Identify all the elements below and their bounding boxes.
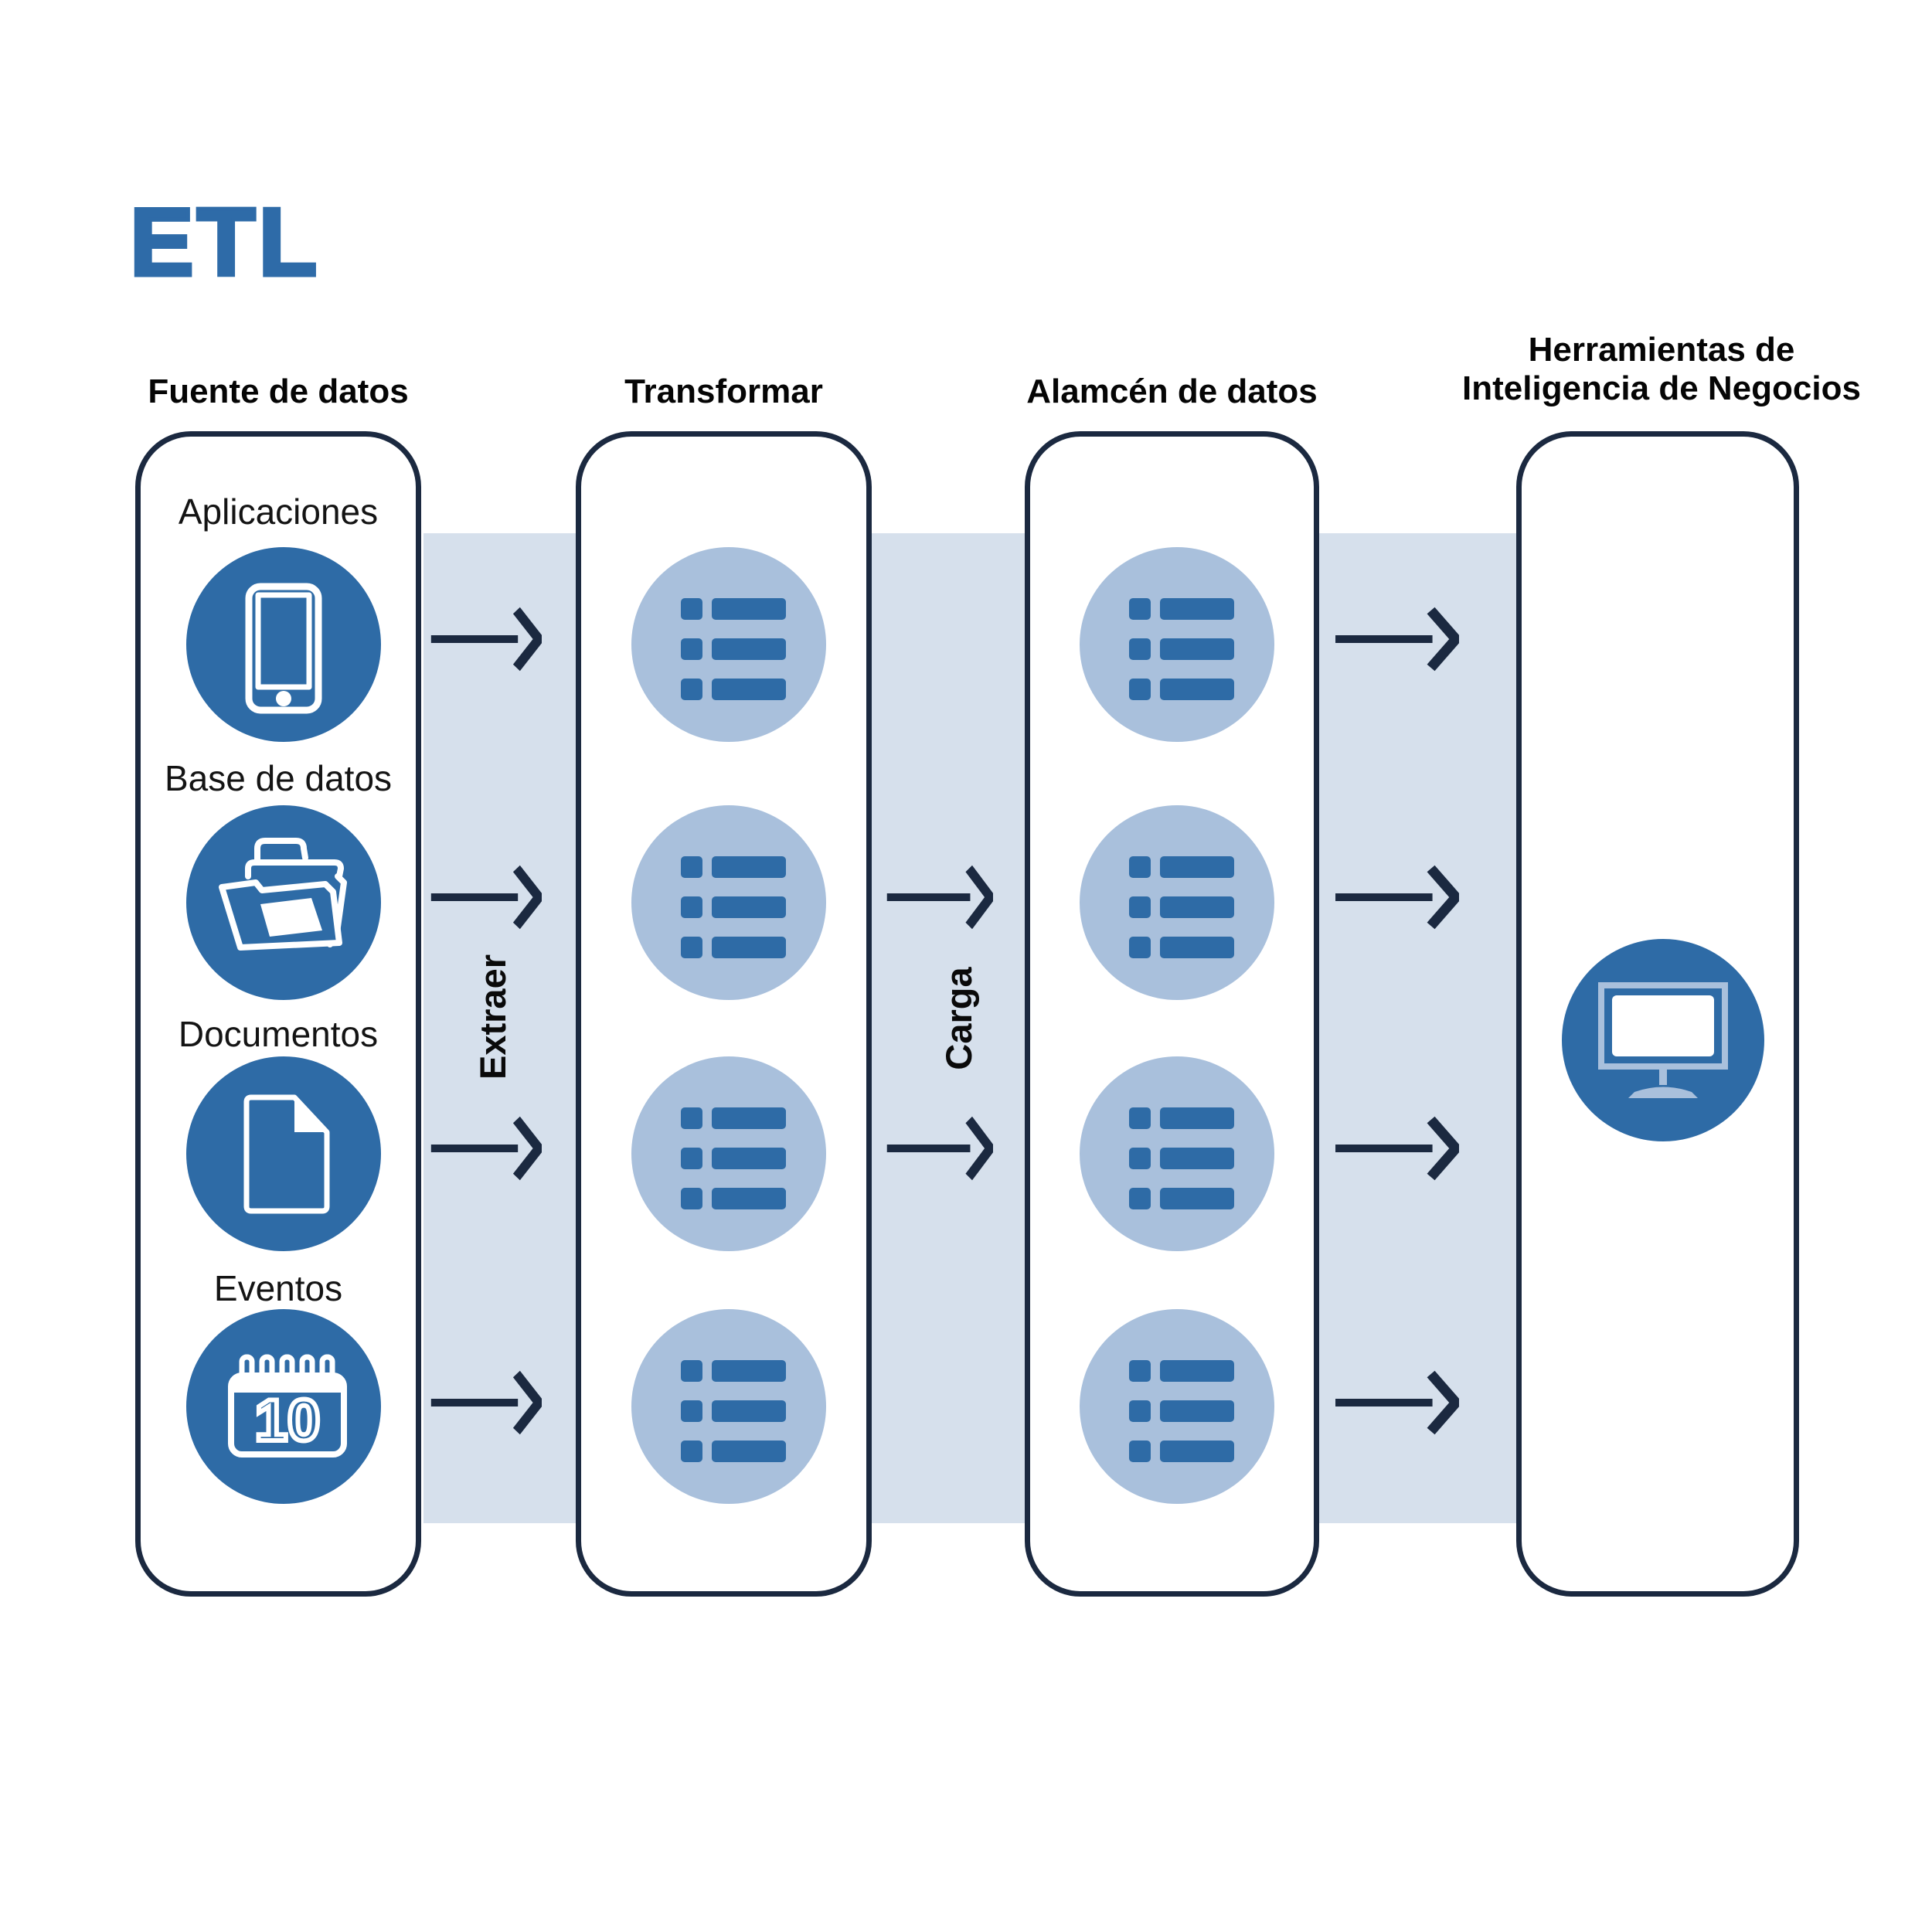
transform-dataset-circle xyxy=(631,1056,826,1251)
database-circle xyxy=(186,805,381,1000)
warehouse-dataset-circle xyxy=(1080,1056,1274,1251)
bi-arrow xyxy=(1335,1116,1459,1181)
transform-dataset-circle xyxy=(631,805,826,1000)
source-label-database: Base de datos xyxy=(164,758,393,798)
list-icon xyxy=(681,1360,786,1462)
events-circle: 10 xyxy=(186,1309,381,1504)
bi-tools-column xyxy=(1516,431,1799,1597)
list-icon xyxy=(681,598,786,700)
load-arrow xyxy=(886,865,993,930)
bi-arrow xyxy=(1335,1370,1459,1435)
extract-arrow xyxy=(430,607,542,672)
bi-header-line-2: Inteligencia de Negocios xyxy=(1462,369,1861,407)
source-label-documents: Documentos xyxy=(178,1014,379,1054)
bi-arrow xyxy=(1335,607,1459,672)
load-flow-label: Carga xyxy=(938,967,979,1070)
source-label-applications: Aplicaciones xyxy=(178,492,379,532)
page-title: ETL xyxy=(128,189,321,296)
document-icon xyxy=(243,1094,330,1214)
list-icon xyxy=(681,856,786,958)
folder-icon xyxy=(219,838,347,951)
bi-arrow xyxy=(1335,865,1459,930)
smartphone-icon xyxy=(245,583,322,714)
bi-header-line-1: Herramientas de xyxy=(1528,331,1795,369)
transform-dataset-circle xyxy=(631,547,826,742)
column-header-bi-tools: Herramientas de Inteligencia de Negocios xyxy=(1445,331,1878,408)
list-icon xyxy=(1129,1360,1234,1462)
column-header-transform: Transformar xyxy=(624,372,823,410)
calendar-day-text: 10 xyxy=(255,1388,321,1454)
calendar-icon: 10 xyxy=(228,1354,347,1458)
monitor-icon xyxy=(1598,982,1728,1098)
extract-arrow xyxy=(430,1370,542,1435)
load-arrow xyxy=(886,1116,993,1181)
documents-circle xyxy=(186,1056,381,1251)
warehouse-dataset-circle xyxy=(1080,1309,1274,1504)
warehouse-dataset-circle xyxy=(1080,547,1274,742)
warehouse-dataset-circle xyxy=(1080,805,1274,1000)
extract-arrow xyxy=(430,865,542,930)
extract-flow-label: Extraer xyxy=(472,954,513,1080)
transform-dataset-circle xyxy=(631,1309,826,1504)
list-icon xyxy=(1129,598,1234,700)
applications-circle xyxy=(186,547,381,742)
transform-column xyxy=(576,431,872,1597)
column-header-warehouse: Alamcén de datos xyxy=(1026,372,1318,410)
sources-column: Aplicaciones Base de datos Documentos xyxy=(135,431,421,1597)
list-icon xyxy=(1129,856,1234,958)
list-icon xyxy=(1129,1107,1234,1209)
extract-arrow xyxy=(430,1116,542,1181)
source-label-events: Eventos xyxy=(213,1268,343,1308)
warehouse-column xyxy=(1025,431,1319,1597)
bi-monitor-circle xyxy=(1562,939,1764,1141)
list-icon xyxy=(681,1107,786,1209)
column-header-sources: Fuente de datos xyxy=(148,372,409,410)
